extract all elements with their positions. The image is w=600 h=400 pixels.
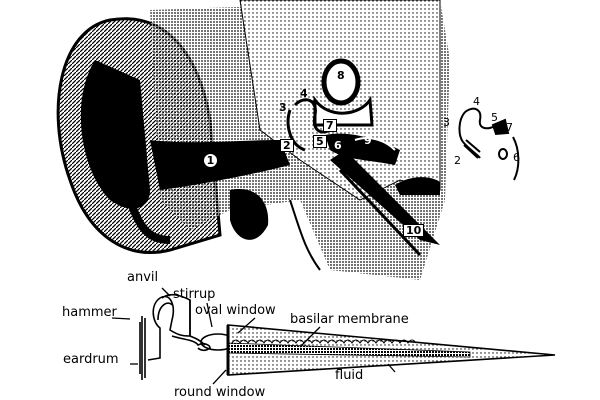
label-number-2: 2: [280, 139, 294, 152]
label-oval-window: oval window: [195, 303, 276, 318]
inset-number-3: 3: [443, 116, 450, 129]
inset-number-7: 7: [506, 121, 513, 134]
middle-ear-schematic: [139, 293, 236, 380]
label-number-8: 8: [337, 69, 345, 82]
eustachian-tube: [330, 150, 440, 245]
inset-number-2: 2: [454, 154, 461, 167]
label-round-window: round window: [174, 385, 266, 400]
inset-ossicles: [458, 107, 520, 181]
label-eardrum: eardrum: [63, 352, 119, 367]
label-number-10: 10: [403, 224, 425, 237]
label-number-7: 7: [323, 119, 337, 132]
inset-number-6: 6: [513, 151, 520, 164]
middle-ear-ossicles: [286, 98, 331, 152]
label-number-6: 6: [334, 139, 342, 152]
inset-number-5: 5: [491, 111, 498, 124]
label-number-3: 3: [279, 101, 287, 114]
label-number-5: 5: [313, 135, 327, 148]
label-pointers: [111, 287, 396, 385]
label-number-9: 9: [364, 134, 372, 147]
ear-canal: [150, 140, 290, 190]
label-number-1: 1: [204, 154, 217, 167]
label-basilar-membrane: basilar membrane: [290, 312, 409, 327]
label-anvil: anvil: [127, 270, 159, 285]
label-number-4: 4: [300, 87, 308, 100]
semicircular-canal: [321, 58, 361, 106]
label-fluid: fluid: [335, 368, 364, 383]
label-stirrup: stirrup: [173, 287, 216, 302]
label-hammer: hammer: [62, 305, 117, 320]
inset-number-4: 4: [473, 95, 480, 108]
